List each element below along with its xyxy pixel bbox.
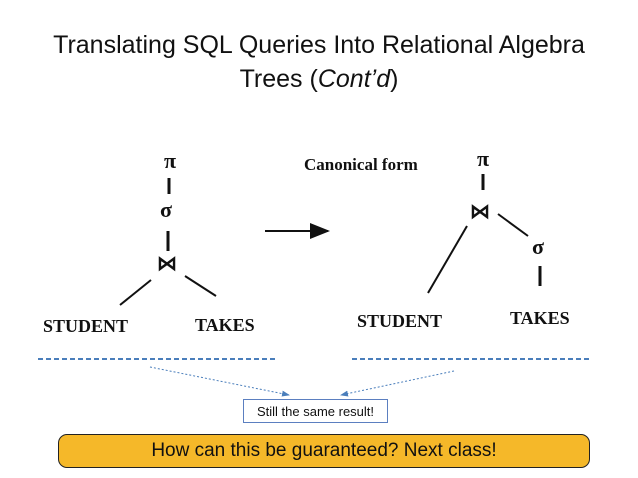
same-result-callout: Still the same result!: [243, 399, 388, 423]
left-pointer-arrow: [149, 366, 290, 397]
title-line-2-italic: Cont’d: [317, 65, 391, 93]
left-join-symbol: ⋈: [157, 253, 177, 275]
next-class-banner: How can this be guaranteed? Next class!: [58, 434, 590, 468]
right-join-symbol: ⋈: [470, 201, 490, 223]
right-takes-leaf: TAKES: [510, 308, 570, 328]
right-tree: Canonical form π ⋈ σ STUDENT TAKES: [304, 146, 570, 331]
left-projection-symbol: π: [164, 148, 176, 173]
canonical-form-heading: Canonical form: [304, 155, 418, 174]
right-edge-join-student: [427, 225, 468, 294]
title-line-2-prefix: Trees (: [239, 65, 318, 93]
left-edge-join-takes: [184, 275, 217, 297]
right-selection-symbol: σ: [532, 234, 544, 259]
right-projection-symbol: π: [477, 146, 489, 171]
title-line-2: Trees (Cont’d): [0, 62, 638, 96]
right-edge-join-selection: [497, 213, 529, 237]
left-takes-leaf: TAKES: [195, 315, 255, 335]
left-edge-join-student: [119, 279, 152, 306]
left-tree: π σ ⋈ STUDENT TAKES: [43, 148, 255, 336]
slide-title: Translating SQL Queries Into Relational …: [0, 28, 638, 96]
title-line-1: Translating SQL Queries Into Relational …: [53, 31, 585, 59]
right-student-leaf: STUDENT: [357, 311, 442, 331]
left-student-leaf: STUDENT: [43, 316, 128, 336]
title-line-2-suffix: ): [390, 65, 399, 93]
left-selection-symbol: σ: [160, 197, 172, 222]
right-pointer-arrow: [340, 370, 455, 397]
